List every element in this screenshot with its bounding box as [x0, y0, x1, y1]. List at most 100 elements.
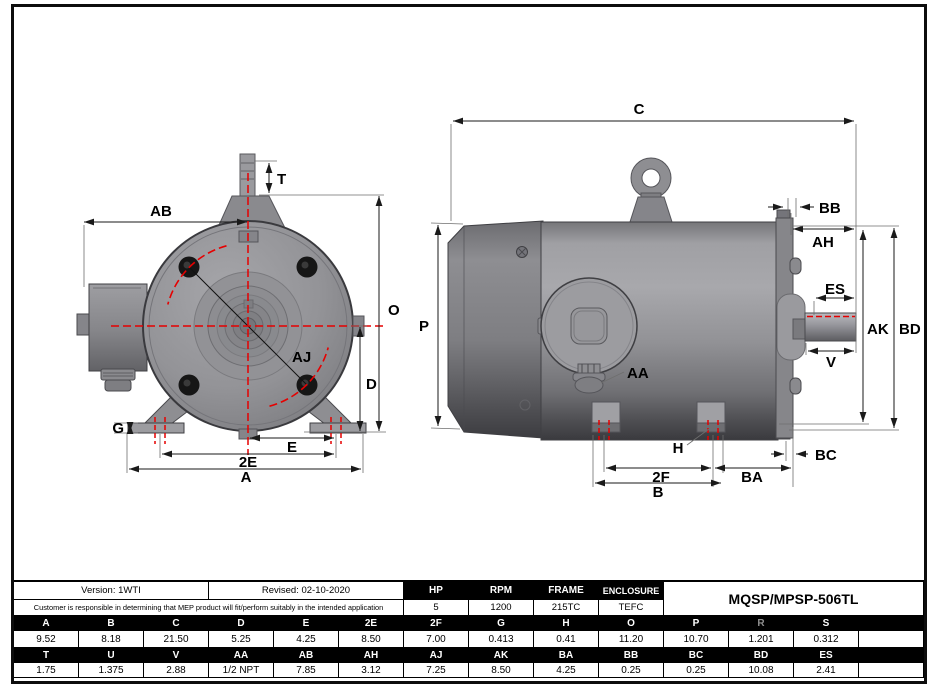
front-dimensions: T AB O D AJ G E — [83, 160, 400, 486]
dim-value: 8.50 — [339, 631, 404, 648]
dim-header: AK — [469, 648, 534, 663]
conduit-fitting — [100, 368, 136, 392]
conduit-box — [88, 283, 148, 372]
dim-value: 1.75 — [14, 663, 79, 678]
disclaimer-text: Customer is responsible in determining t… — [14, 600, 404, 616]
hp-header: HP — [404, 582, 469, 600]
dim-header: AA — [209, 648, 274, 663]
dim-value: 7.85 — [274, 663, 339, 678]
dim-label-v: V — [826, 354, 836, 371]
drain-fitting — [572, 363, 606, 394]
dim-label-o: O — [388, 302, 400, 319]
dim-value-empty — [859, 663, 924, 678]
dim-label-p: P — [419, 318, 429, 335]
dim-label-e: E — [287, 439, 297, 456]
model-number: MQSP/MPSP-506TL — [664, 582, 924, 616]
rpm-header: RPM — [469, 582, 534, 600]
dim-value: 10.08 — [729, 663, 794, 678]
dim-label-ab: AB — [150, 203, 172, 220]
dim-label-g: G — [112, 420, 124, 437]
dim-value: 10.70 — [664, 631, 729, 648]
dim-header: D — [209, 616, 274, 631]
brand-logo-mark — [519, 399, 531, 411]
dim-header: AJ — [404, 648, 469, 663]
c-face-flange — [775, 209, 806, 440]
dim-value: 7.25 — [404, 663, 469, 678]
dim-value: 8.18 — [79, 631, 144, 648]
dim-label-b: B — [653, 484, 664, 501]
dim-header: 2F — [404, 616, 469, 631]
dim-value: 8.50 — [469, 663, 534, 678]
frame-value: 215TC — [534, 600, 599, 616]
dim-label-c: C — [634, 101, 645, 118]
dim-value: 5.25 — [209, 631, 274, 648]
dim-header: BB — [599, 648, 664, 663]
dim-value: 0.41 — [534, 631, 599, 648]
dim-header: G — [469, 616, 534, 631]
dim-value: 11.20 — [599, 631, 664, 648]
dim-header: E — [274, 616, 339, 631]
dim-value: 21.50 — [144, 631, 209, 648]
dim-label-a: A — [241, 469, 252, 486]
dim-value: 9.52 — [14, 631, 79, 648]
bolt-circle-arc-upper — [167, 245, 227, 305]
dim-value: 1/2 NPT — [209, 663, 274, 678]
dim-header: BA — [534, 648, 599, 663]
dim-header: V — [144, 648, 209, 663]
dim-value: 7.00 — [404, 631, 469, 648]
enclosure-header: ENCLOSURE — [599, 582, 664, 600]
dim-value-empty — [859, 631, 924, 648]
fan-cover — [447, 220, 544, 439]
dim-value: 0.312 — [794, 631, 859, 648]
dim-header: C — [144, 616, 209, 631]
dim-header: P — [664, 616, 729, 631]
motor-shaft — [792, 312, 857, 342]
dim-header: O — [599, 616, 664, 631]
dim-header: BD — [729, 648, 794, 663]
ground-screw — [516, 246, 528, 258]
dim-header: A — [14, 616, 79, 631]
side-feet — [591, 401, 726, 433]
dim-header-empty — [859, 648, 924, 663]
dim-value: 4.25 — [534, 663, 599, 678]
drawing-frame: T AB O D AJ G E — [11, 4, 927, 684]
dim-label-ba: BA — [741, 469, 763, 486]
dim-value: 0.25 — [664, 663, 729, 678]
dim-label-t: T — [277, 171, 286, 188]
dim-header: H — [534, 616, 599, 631]
dim-value: 2.88 — [144, 663, 209, 678]
dim-label-bc: BC — [815, 447, 837, 464]
dim-label-bb: BB — [819, 200, 841, 217]
dim-header: T — [14, 648, 79, 663]
rpm-value: 1200 — [469, 600, 534, 616]
front-right-foot-pad — [309, 422, 367, 434]
dim-value: 3.12 — [339, 663, 404, 678]
dim-header: 2E — [339, 616, 404, 631]
dim-header-empty — [859, 616, 924, 631]
dimension-table: Version: 1WTI Revised: 02-10-2020 HP RPM… — [14, 580, 924, 681]
dim-label-es: ES — [825, 281, 845, 298]
dim-value: 0.413 — [469, 631, 534, 648]
dim-header-r: R — [729, 616, 794, 631]
side-view-drawing: C P BB AH ES V — [419, 101, 921, 501]
revised-cell: Revised: 02-10-2020 — [209, 582, 404, 600]
frame-header: FRAME — [534, 582, 599, 600]
dim-header: AH — [339, 648, 404, 663]
enclosure-value: TEFC — [599, 600, 664, 616]
front-left-foot-pad — [127, 422, 185, 434]
dim-value: 1.375 — [79, 663, 144, 678]
technical-drawing: T AB O D AJ G E — [76, 101, 921, 501]
hp-value: 5 — [404, 600, 469, 616]
side-conduit-cover — [537, 277, 638, 375]
dim-header: S — [794, 616, 859, 631]
side-dimensions: C P BB AH ES V — [419, 101, 921, 501]
dim-header: U — [79, 648, 144, 663]
dim-header: BC — [664, 648, 729, 663]
dim-header: ES — [794, 648, 859, 663]
dim-label-aj: AJ — [292, 349, 311, 366]
front-view-drawing: T AB O D AJ G E — [76, 153, 400, 486]
dim-value: 2.41 — [794, 663, 859, 678]
dim-label-h: H — [673, 440, 684, 457]
dim-label-d: D — [366, 376, 377, 393]
